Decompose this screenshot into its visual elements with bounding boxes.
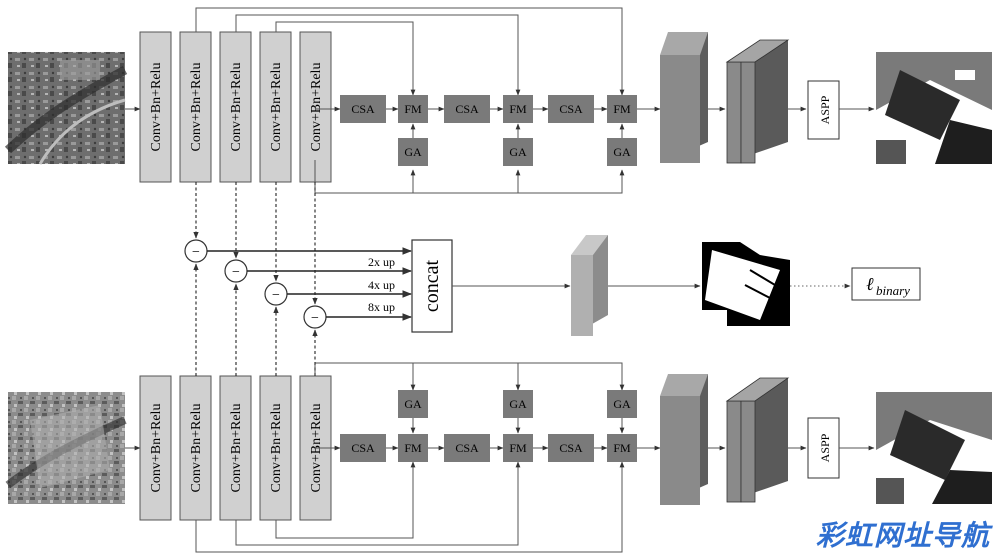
encoder-top: Conv+Bn+Relu Conv+Bn+Relu Conv+Bn+Relu Conv…	[139, 31, 332, 183]
csa-block	[444, 434, 490, 462]
conv-block	[299, 31, 332, 183]
loss-box	[851, 267, 921, 301]
conv-block	[139, 31, 172, 183]
csa-label: CSA	[455, 441, 479, 455]
fm-block	[503, 434, 533, 462]
minus-symbol: −	[272, 288, 280, 303]
fm-block	[607, 434, 637, 462]
ga-block	[607, 138, 637, 166]
aspp-block	[807, 80, 840, 140]
encoder-bottom: Conv+Bn+Relu Conv+Bn+Relu Conv+Bn+Relu Conv…	[139, 375, 332, 521]
input-image-bottom	[5, 392, 127, 504]
fm-label: FM	[613, 441, 631, 455]
conv-block	[219, 31, 252, 183]
ga-label: GA	[509, 145, 527, 159]
aspp-label: ASPP	[818, 95, 832, 124]
watermark-logo: 彩虹网址导航	[815, 519, 990, 552]
ga-label: GA	[509, 397, 527, 411]
output-map-bottom	[876, 392, 992, 504]
output-map-top	[876, 52, 992, 164]
fusion-chain-bottom: CSA FM CSA FM CSA FM GA GA GA	[340, 390, 661, 462]
ga-block	[398, 138, 428, 166]
aspp-label: ASPP	[818, 433, 832, 462]
minus-symbol: −	[192, 245, 200, 260]
fusion-chain-top: CSA FM CSA FM CSA FM GA GA GA	[340, 95, 661, 166]
fm-block	[398, 95, 428, 123]
csa-label: CSA	[559, 102, 583, 116]
conv-block-label: Conv+Bn+Relu	[269, 404, 284, 493]
difference-branch: − − − − 2x up 4x up 8x up concat	[184, 182, 921, 376]
fm-label: FM	[509, 441, 527, 455]
conv-block	[179, 31, 212, 183]
ga-label: GA	[404, 145, 422, 159]
ga-block	[607, 390, 637, 418]
decoder-top: ASPP	[660, 32, 875, 164]
conv-block-label: Conv+Bn+Relu	[229, 404, 244, 493]
conv-block-label: Conv+Bn+Relu	[269, 63, 284, 152]
ga-block	[503, 390, 533, 418]
conv-block	[179, 375, 212, 521]
ga-label: GA	[613, 145, 631, 159]
minus-symbol: −	[311, 311, 319, 326]
csa-block	[340, 95, 386, 123]
input-image-top	[4, 52, 128, 165]
ga-block	[503, 138, 533, 166]
ga-label: GA	[613, 397, 631, 411]
binary-change-map	[702, 242, 790, 326]
fm-block	[607, 95, 637, 123]
minus-symbol: −	[232, 265, 240, 280]
fm-block	[398, 434, 428, 462]
conv-block-label: Conv+Bn+Relu	[149, 63, 164, 152]
upsample-8x-label: 8x up	[368, 300, 395, 314]
ga-label: GA	[404, 397, 422, 411]
fm-block	[503, 95, 533, 123]
upsample-4x-label: 4x up	[368, 278, 395, 292]
skip-connections-bottom	[195, 362, 625, 553]
conv-block-label: Conv+Bn+Relu	[309, 63, 324, 152]
conv-block	[219, 375, 252, 521]
csa-block	[548, 95, 594, 123]
feature-map	[660, 55, 700, 163]
csa-label: CSA	[351, 102, 375, 116]
concat-label: concat	[421, 259, 443, 312]
fm-label: FM	[404, 102, 422, 116]
csa-block	[444, 95, 490, 123]
conv-block	[259, 375, 292, 521]
csa-label: CSA	[351, 441, 375, 455]
conv-block	[259, 31, 292, 183]
loss-subscript: binary	[876, 283, 910, 298]
fm-label: FM	[509, 102, 527, 116]
decoder-bottom: ASPP	[660, 374, 875, 505]
conv-block-label: Conv+Bn+Relu	[189, 404, 204, 493]
fm-label: FM	[613, 102, 631, 116]
conv-block-label: Conv+Bn+Relu	[189, 63, 204, 152]
fm-label: FM	[404, 441, 422, 455]
feature-map	[660, 396, 700, 505]
csa-block	[548, 434, 594, 462]
loss-symbol: ℓ	[866, 274, 874, 294]
csa-label: CSA	[455, 102, 479, 116]
upsample-2x-label: 2x up	[368, 255, 395, 269]
csa-block	[340, 434, 386, 462]
conv-block	[139, 375, 172, 521]
conv-block-label: Conv+Bn+Relu	[229, 63, 244, 152]
skip-connections-top	[195, 7, 625, 194]
csa-label: CSA	[559, 441, 583, 455]
conv-block-label: Conv+Bn+Relu	[149, 404, 164, 493]
aspp-block	[807, 417, 840, 479]
ga-block	[398, 390, 428, 418]
